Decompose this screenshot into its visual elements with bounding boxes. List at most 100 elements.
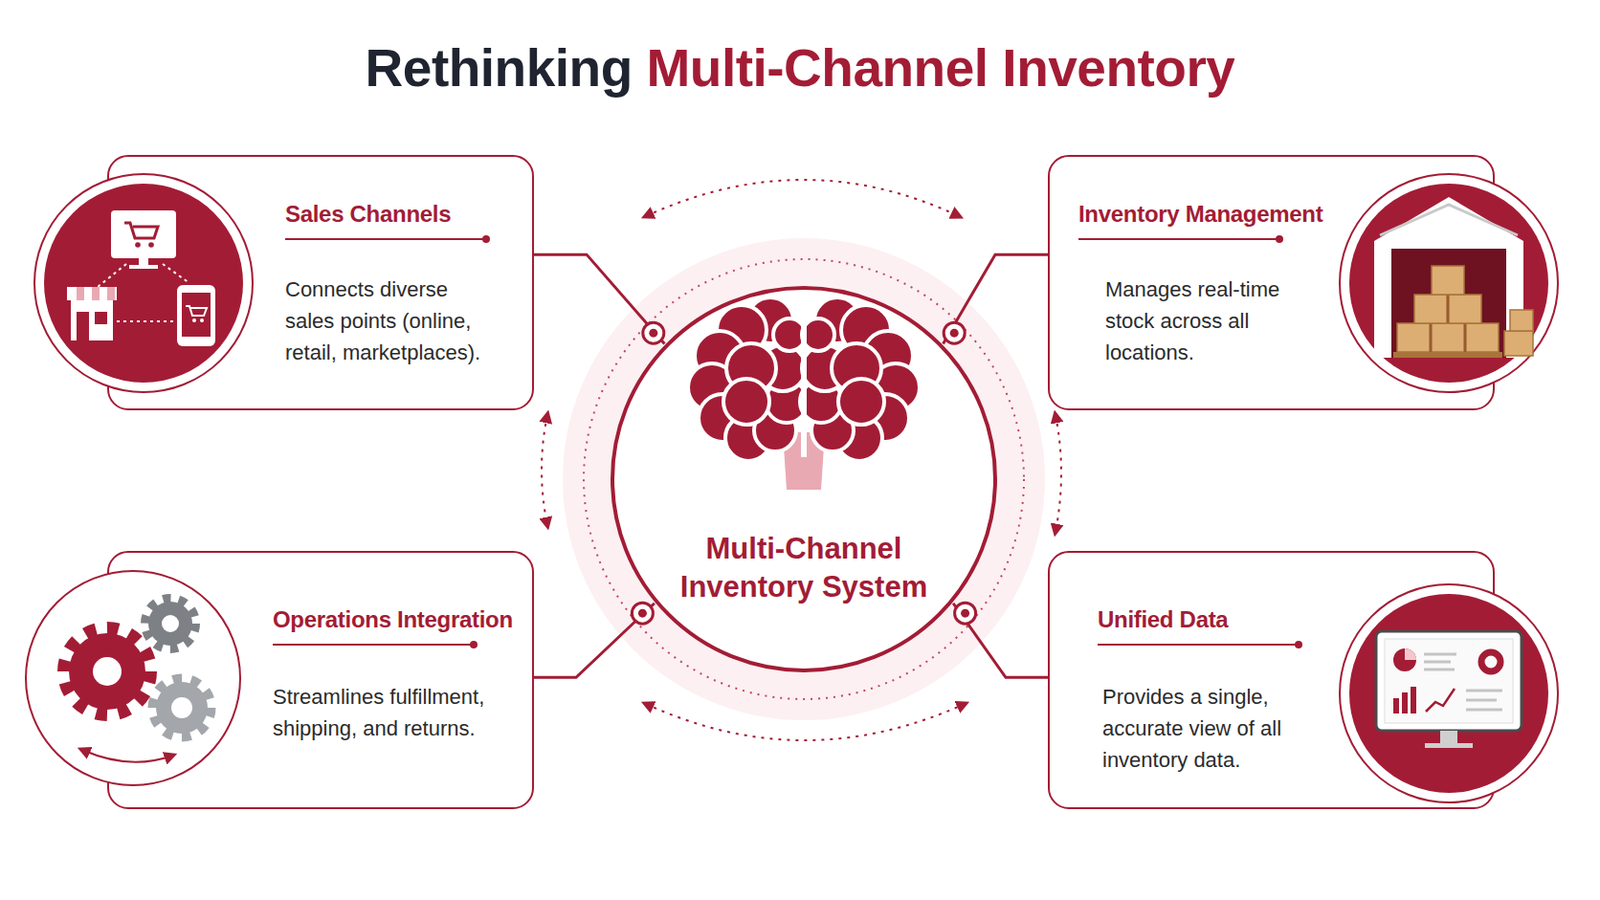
- brain-fold: [723, 378, 770, 425]
- dotted-link: [116, 320, 176, 323]
- icon-disc: [1349, 183, 1549, 383]
- pie-chart: [1393, 648, 1417, 672]
- cart-wheel: [148, 242, 155, 248]
- rule-dot: [469, 641, 478, 649]
- monitor-stand: [138, 258, 149, 266]
- dotted-ring: [583, 259, 1024, 700]
- box-stack: [1397, 266, 1534, 356]
- awning-stripe: [76, 287, 85, 301]
- line-chart: [1425, 688, 1455, 712]
- info-card: Operations IntegrationStreamlines fulfil…: [107, 551, 534, 810]
- gear-hole: [92, 657, 122, 687]
- rotation-arrow: [82, 750, 173, 763]
- brain-fold: [716, 305, 767, 356]
- gear-teeth: [153, 679, 211, 737]
- info-card: Unified DataProvides a single, accurate …: [1047, 551, 1495, 810]
- card-heading: Operations Integration: [272, 605, 513, 635]
- brain-fold: [801, 318, 835, 352]
- brain-fold: [759, 345, 806, 392]
- text-line: [1423, 661, 1451, 665]
- brain-fold: [811, 409, 854, 452]
- rule-dot: [482, 235, 490, 244]
- brain-fold: [725, 415, 772, 462]
- junction-dot: [631, 602, 653, 624]
- diagram-title: Rethinking Multi-Channel Inventory: [365, 34, 1236, 102]
- box: [1510, 310, 1534, 332]
- gear-body: [155, 682, 208, 734]
- cycle-arrow: [541, 415, 548, 526]
- brain-fold: [754, 409, 797, 452]
- brain-fold: [871, 363, 920, 412]
- hub-text-block: Multi-Channel Inventory System: [609, 530, 999, 607]
- heading-rule: [272, 644, 474, 646]
- junction-dot: [943, 322, 965, 344]
- junction-dot: [643, 322, 665, 344]
- brain-fold: [773, 318, 806, 352]
- cart-symbol: [124, 222, 158, 239]
- brain-fold: [688, 363, 736, 412]
- card-heading: Unified Data: [1097, 605, 1228, 635]
- info-card: Sales ChannelsConnects diverse sales poi…: [107, 155, 534, 411]
- roof-line: [1379, 204, 1518, 236]
- brain-fold: [831, 343, 882, 394]
- monitor: [111, 210, 177, 259]
- brain-fold: [838, 378, 885, 425]
- rule-dot: [1294, 641, 1303, 649]
- title-wrap: Rethinking Multi-Channel Inventory: [0, 34, 1600, 102]
- gear-hole: [171, 697, 193, 719]
- junction-core: [950, 329, 959, 338]
- brain-fold: [801, 345, 848, 392]
- connector-line: [943, 254, 1048, 344]
- monitor-base: [129, 265, 158, 269]
- sales-icon: [34, 174, 253, 393]
- brain-right-lobe: [800, 297, 920, 462]
- store-body: [70, 300, 113, 341]
- dashboard-icon: [1339, 584, 1558, 803]
- box: [1397, 323, 1430, 353]
- icon-ring: [34, 174, 253, 393]
- junction-core: [648, 329, 658, 338]
- text-line: [1466, 689, 1503, 693]
- cycle-arrow: [1055, 415, 1062, 533]
- brain-fold: [863, 331, 913, 381]
- brain-fold: [800, 380, 843, 423]
- monitor-screen: [1384, 639, 1513, 724]
- brain-stem: [782, 432, 825, 490]
- bar: [1410, 687, 1417, 714]
- dotted-link: [162, 264, 190, 284]
- junction-core: [638, 609, 647, 619]
- store-door: [76, 311, 89, 341]
- box: [1448, 294, 1482, 324]
- connector-line: [953, 603, 1048, 679]
- monitor: [1376, 631, 1522, 732]
- gear-body: [148, 601, 193, 646]
- warehouse-door: [1391, 248, 1507, 358]
- brain-fold: [765, 380, 808, 423]
- connector-line: [533, 254, 665, 344]
- cycle-arrow: [645, 179, 959, 217]
- warehouse-building: [1374, 197, 1524, 358]
- dotted-link: [97, 264, 127, 288]
- brain-fold: [861, 394, 910, 443]
- cart-wheel: [200, 318, 204, 323]
- card-heading: Inventory Management: [1078, 200, 1323, 229]
- gear-body: [68, 633, 146, 711]
- monitor-base: [1424, 743, 1473, 749]
- brain-divide: [800, 298, 807, 458]
- card-body-text: Provides a single, accurate view of all …: [1102, 681, 1319, 777]
- gear-teeth: [65, 629, 150, 714]
- box: [1431, 266, 1465, 295]
- text-line: [1466, 699, 1497, 703]
- brain-left-lobe: [688, 297, 808, 462]
- cart-wheel: [134, 242, 141, 248]
- hub-outline: [609, 285, 999, 674]
- donut-chart: [1481, 652, 1501, 672]
- gears-icon: [25, 571, 241, 786]
- brain-fold: [814, 297, 861, 344]
- heading-rule: [1097, 644, 1299, 646]
- hub-label: Multi-Channel Inventory System: [660, 530, 948, 607]
- awning-stripe: [91, 287, 100, 301]
- bar: [1401, 692, 1408, 714]
